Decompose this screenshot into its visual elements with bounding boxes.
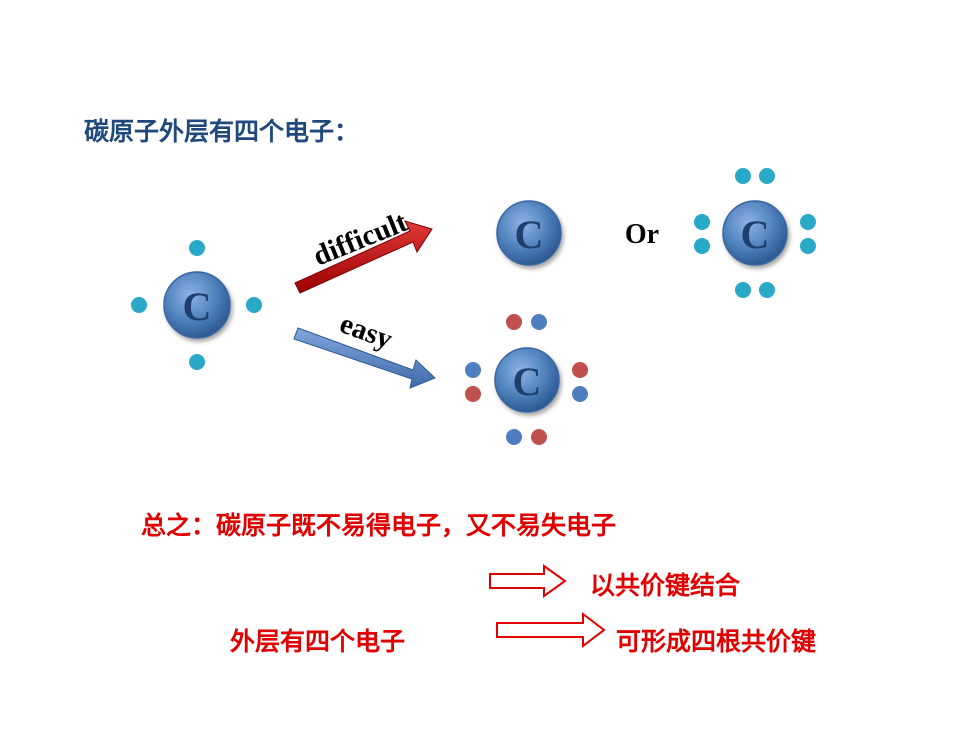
electron [189, 354, 205, 370]
electron [694, 214, 710, 230]
electron [735, 168, 751, 184]
difficult-arrow: difficult [294, 206, 433, 294]
easy-arrow: easy [293, 308, 436, 389]
shared-electron [506, 314, 522, 330]
electron [694, 238, 710, 254]
shared-electron [572, 362, 588, 378]
shared-electron [531, 429, 547, 445]
electron [131, 297, 147, 313]
own-electron [506, 429, 522, 445]
four-outer-electrons-text: 外层有四个电子 [230, 627, 406, 656]
atom-label: C [741, 212, 770, 257]
hollow-arrow-2 [496, 611, 606, 649]
or-label: Or [625, 219, 659, 250]
summary-text: 总之：碳原子既不易得电子，又不易失电子 [141, 511, 617, 540]
result-covalent-bond: 以共价键结合 [590, 571, 741, 600]
own-electron [465, 362, 481, 378]
own-electron [531, 314, 547, 330]
atom-label: C [515, 212, 544, 257]
electron [800, 238, 816, 254]
carbon-atom-gained-electrons: C [694, 168, 816, 298]
own-electron [572, 386, 588, 402]
electron [735, 282, 751, 298]
slide-title: 碳原子外层有四个电子： [84, 117, 360, 146]
atom-label: C [513, 359, 542, 404]
shared-electron [465, 386, 481, 402]
hollow-arrow-1 [489, 564, 567, 598]
electron [246, 297, 262, 313]
carbon-atom-neutral: C [131, 240, 262, 370]
electron [759, 282, 775, 298]
electron [759, 168, 775, 184]
carbon-atom-shared-electrons: C [465, 314, 588, 445]
atom-label: C [183, 284, 212, 329]
carbon-atom-lost-electrons: C [496, 200, 562, 266]
electron [800, 214, 816, 230]
electron [189, 240, 205, 256]
result-four-bonds: 可形成四根共价键 [616, 627, 817, 656]
